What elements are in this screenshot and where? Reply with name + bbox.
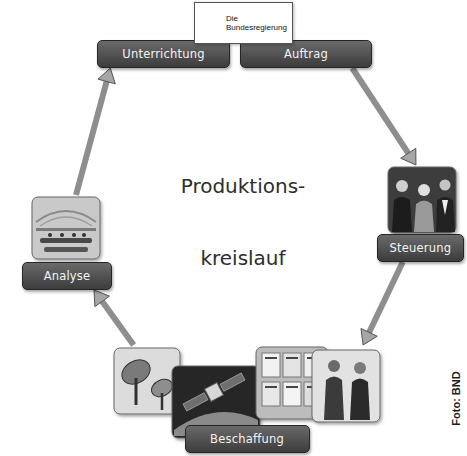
flow-arrow (352, 68, 416, 165)
flow-arrow (94, 290, 134, 345)
stage-label: Analyse (22, 262, 112, 290)
stage-label: Auftrag (240, 40, 372, 68)
steering-photo (388, 167, 456, 233)
stage-label: Steuerung (377, 234, 465, 262)
stage-box: Steuerung (376, 165, 464, 262)
stage-label: Unterrichtung (97, 40, 230, 68)
cycle-title: Produktions- kreislauf (158, 150, 328, 294)
stage-label: Beschaffung (185, 425, 310, 453)
dish-photo (114, 348, 180, 414)
logo-box: Die Bundesregierung (194, 2, 293, 44)
stage-box: Analyse (22, 195, 112, 290)
flow-arrow (76, 68, 115, 195)
stage-box: Unterrichtung (97, 40, 230, 68)
analysis-photo (32, 197, 100, 259)
stage-box: Beschaffung (112, 345, 382, 453)
flow-arrow (361, 262, 403, 345)
stage-box: Auftrag (240, 40, 372, 68)
logo-text: Die Bundesregierung (226, 14, 287, 33)
photo-credit: Foto: BND (450, 359, 463, 439)
people-photo (312, 350, 380, 422)
